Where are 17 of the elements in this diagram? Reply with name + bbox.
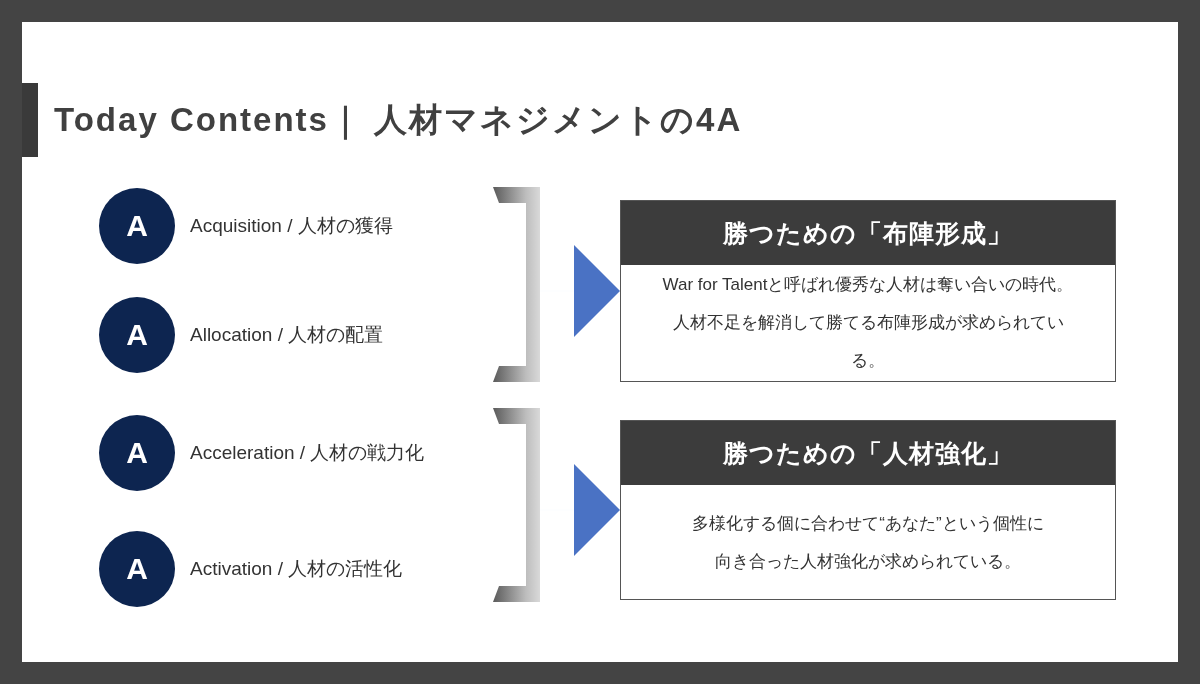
letter-circle: A: [99, 188, 175, 264]
item-label: Acquisition / 人材の獲得: [190, 214, 393, 238]
slide-title: Today Contents｜ 人材マネジメントの4A: [22, 83, 743, 157]
info-card: [620, 420, 1116, 600]
bracket-shape: [493, 408, 540, 602]
item-label: Allocation / 人材の配置: [190, 323, 384, 347]
card-heading: 勝つための「人材強化」: [621, 421, 1115, 485]
letter-circle: A: [99, 531, 175, 607]
card-text: 多様化する個に合わせて“あなた”という個性に向き合った人材強化が求められている。: [691, 512, 1045, 573]
item-label: Activation / 人材の活性化: [190, 557, 403, 581]
letter-circle: A: [99, 297, 175, 373]
item-label: Acceleration / 人材の戦力化: [190, 441, 425, 465]
info-card: [620, 200, 1116, 382]
letter-circle: A: [99, 415, 175, 491]
card-text: War for Talentと呼ばれ優秀な人材は奪い合いの時代。人材不足を解消して勝てる布陣形成が求められている。: [661, 273, 1075, 372]
card-heading: 勝つための「布陣形成」: [621, 201, 1115, 265]
bracket-shape: [493, 187, 540, 382]
